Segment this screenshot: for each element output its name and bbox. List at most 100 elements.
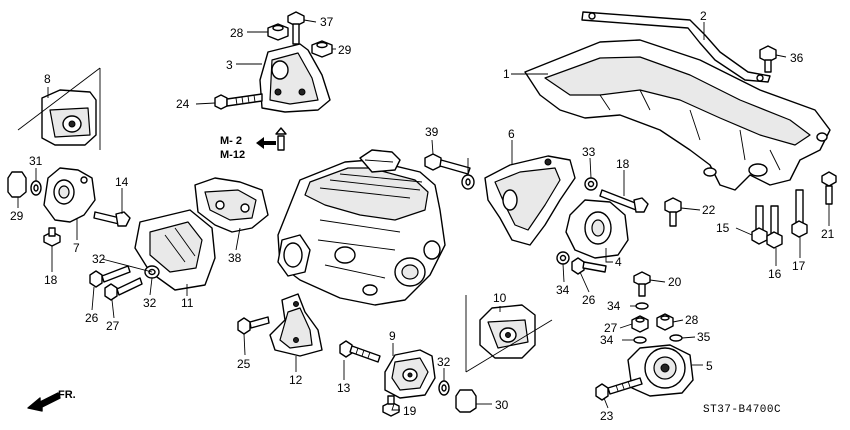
part-mount-10: [465, 295, 553, 373]
part-mount-9: [384, 349, 436, 399]
part-washer-34a: [635, 302, 649, 310]
callout-31b: 32: [437, 355, 451, 369]
part-bolt-21: [664, 197, 682, 227]
part-bushing-29b: [455, 389, 477, 413]
callout-20: 21: [821, 227, 835, 241]
part-bolt-23: [214, 93, 263, 110]
callout-27: 27: [604, 321, 618, 335]
callout-19: 20: [668, 275, 682, 289]
callout-24: 25: [237, 357, 251, 371]
callout-35: 36: [790, 51, 804, 65]
callout-36: 37: [320, 15, 334, 29]
part-nut-28a: [267, 23, 289, 41]
callout-17: 18: [616, 157, 630, 171]
callout-34: 34: [607, 299, 621, 313]
part-mount-4: [565, 199, 629, 259]
part-bolt-16b: [791, 189, 808, 238]
callout-27b: 28: [685, 313, 699, 327]
part-washer-34b: [633, 336, 647, 344]
callout-9: 9: [389, 329, 396, 343]
part-washer-31a: [30, 180, 42, 196]
part-bolt-24: [237, 316, 270, 335]
callout-10: 10: [493, 291, 507, 305]
part-bolt-19: [633, 271, 651, 297]
callout-11: 11: [181, 296, 194, 310]
callout-34c: 35: [697, 330, 711, 344]
callout-37: 38: [228, 251, 242, 265]
callout-18: 18: [44, 273, 58, 287]
callout-33: 34: [556, 283, 570, 297]
part-nut-28b: [311, 40, 333, 58]
callout-13: 13: [337, 381, 351, 395]
leader-lines: [17, 19, 830, 411]
front-arrow-icon: [27, 392, 61, 412]
callout-32c: 33: [582, 145, 596, 159]
callout-2: 2: [700, 9, 707, 23]
part-bolt-35: [759, 45, 777, 73]
callout-26b: 27: [106, 319, 120, 333]
part-bracket-6: [484, 155, 576, 246]
reference-m2: M- 2: [220, 135, 242, 147]
part-bolt-15: [751, 205, 768, 245]
part-mount-8: [17, 67, 101, 150]
callout-29b: 30: [495, 398, 509, 412]
part-bolt-18a: [43, 227, 61, 247]
part-bracket-37: [194, 177, 269, 233]
part-nut-27b: [656, 313, 674, 331]
part-subframe: [524, 39, 831, 191]
part-washer-39: [461, 174, 475, 190]
part-washer-31b: [438, 380, 450, 396]
part-engine: [277, 149, 446, 306]
part-upper-bracket: [259, 43, 331, 113]
callout-32: 32: [92, 252, 106, 266]
callout-26: 26: [85, 311, 99, 325]
callout-labels: 1 2 3 4 5 6 7 8 9 10 11 12 13 14 15 16 1…: [10, 9, 835, 423]
part-ref-pin: [275, 127, 287, 151]
part-nut-27a: [631, 315, 649, 333]
part-bracket-11: [134, 209, 216, 291]
part-washer-32b: [584, 177, 598, 191]
callout-7: 7: [73, 241, 80, 255]
part-bolt-13: [339, 340, 381, 363]
part-bracket-7: [43, 167, 96, 223]
callout-1: 1: [503, 67, 510, 81]
callout-29: 29: [10, 209, 24, 223]
callout-16b: 17: [792, 259, 806, 273]
part-bolt-20: [821, 171, 837, 205]
callout-3: 3: [226, 58, 233, 72]
callout-38: 39: [425, 125, 439, 139]
part-bolt-17: [599, 189, 649, 213]
callout-28: 28: [230, 26, 244, 40]
diagram-code: ST37-B4700C: [703, 404, 781, 416]
part-bushing-5: [627, 344, 694, 397]
callout-16: 16: [768, 267, 782, 281]
callout-25: 26: [582, 293, 596, 307]
callout-23: 24: [176, 97, 190, 111]
part-bushing-29a: [7, 171, 27, 198]
callout-28b: 29: [338, 43, 352, 57]
callout-5: 5: [706, 359, 713, 373]
part-bolt-38: [424, 153, 471, 175]
part-washer-34c: [669, 334, 683, 342]
callout-15: 15: [716, 221, 730, 235]
callout-32b: 32: [143, 296, 157, 310]
callout-4: 4: [615, 255, 622, 269]
part-bolt-14: [93, 211, 131, 227]
callout-8: 8: [44, 72, 51, 86]
part-stiffener: [581, 11, 771, 83]
callout-21: 22: [702, 203, 716, 217]
part-bracket-12: [269, 293, 323, 357]
part-bolt-25: [571, 257, 607, 275]
reference-m12: M-12: [220, 149, 245, 161]
part-bolt-26b: [104, 277, 143, 301]
callout-12: 12: [289, 373, 303, 387]
callout-6: 6: [508, 127, 515, 141]
part-washer-33: [556, 251, 570, 265]
callout-18b: 19: [403, 404, 417, 418]
reference-arrow-icon: [256, 137, 276, 149]
callout-22: 23: [600, 409, 614, 423]
part-bolt-36: [287, 11, 305, 45]
callout-31: 31: [29, 154, 43, 168]
